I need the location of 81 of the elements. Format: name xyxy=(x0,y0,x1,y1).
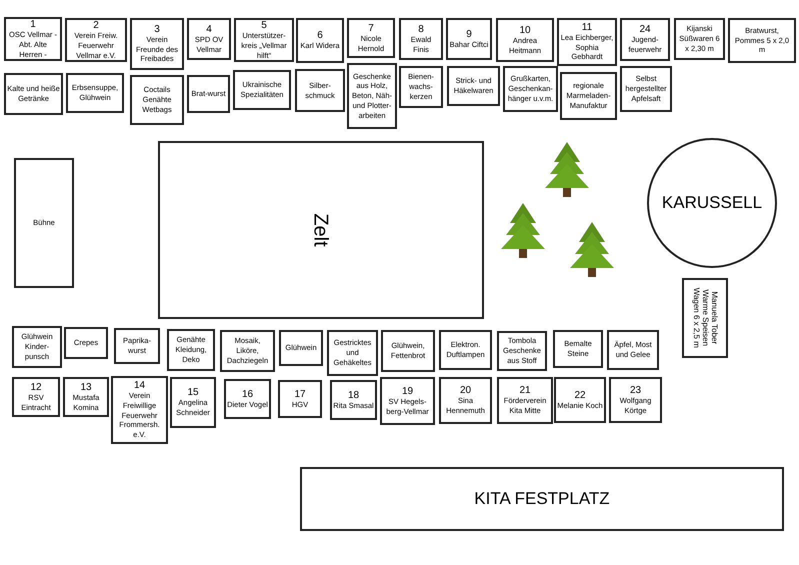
stand-number: 13 xyxy=(80,382,92,393)
stand-box xyxy=(114,328,160,364)
stand-box xyxy=(560,72,617,120)
stand-box xyxy=(609,377,662,423)
stand-box xyxy=(327,330,378,376)
food-truck-stand xyxy=(682,278,728,358)
stand-number: 18 xyxy=(348,390,360,401)
stand-box xyxy=(439,330,492,370)
stand-box xyxy=(620,18,670,61)
stand-number: 22 xyxy=(574,390,586,401)
stand-box xyxy=(497,377,553,424)
tent-area xyxy=(158,141,484,319)
stand-number: 4 xyxy=(206,24,212,35)
stand-number: 14 xyxy=(134,380,146,392)
stand-box xyxy=(347,63,397,129)
stand-box xyxy=(12,326,62,368)
stand-box xyxy=(439,377,492,424)
stand-number: 11 xyxy=(582,22,592,33)
stand-box xyxy=(381,330,435,372)
stand-number: 10 xyxy=(519,24,531,36)
stand-box xyxy=(496,18,554,62)
stand-box xyxy=(187,75,230,113)
stand-box xyxy=(557,18,617,66)
stand-box xyxy=(296,18,344,63)
stage-box xyxy=(14,158,74,288)
stand-box xyxy=(728,18,796,63)
stand-number: 8 xyxy=(418,24,424,35)
stand-number: 16 xyxy=(242,388,254,400)
stand-box xyxy=(234,18,294,62)
stand-box xyxy=(4,17,62,62)
stand-box xyxy=(279,330,323,366)
stand-number: 9 xyxy=(466,28,472,40)
stand-label: Manuela Tober Warme Speisen Wagen 6 x 2,5 m xyxy=(691,286,719,350)
stand-box xyxy=(399,66,443,108)
stand-box xyxy=(167,329,215,371)
stand-box xyxy=(399,18,443,60)
stand-box xyxy=(66,73,124,113)
stand-number: 7 xyxy=(368,22,374,34)
stand-box xyxy=(295,69,345,112)
area-label: KITA FESTPLATZ xyxy=(474,488,610,510)
stand-number: 3 xyxy=(154,24,160,35)
stand-number: 20 xyxy=(460,385,472,396)
stand-box xyxy=(330,380,377,420)
stand-box xyxy=(503,66,558,112)
stand-box xyxy=(187,18,231,60)
stand-box xyxy=(620,66,672,112)
stand-box xyxy=(554,377,606,423)
stand-number: 2 xyxy=(93,20,99,31)
stand-box xyxy=(64,327,108,359)
stand-number: 19 xyxy=(402,386,414,397)
stand-box xyxy=(233,70,291,110)
stand-number: 1 xyxy=(30,19,36,30)
stand-label: Zelt xyxy=(309,213,333,247)
stand-box xyxy=(278,380,322,418)
stand-box xyxy=(65,18,127,62)
stand-box xyxy=(220,330,275,372)
stand-box xyxy=(63,377,109,417)
stand-box xyxy=(111,376,168,444)
stand-box xyxy=(446,18,492,60)
stand-box xyxy=(380,377,435,425)
stand-number: 17 xyxy=(294,388,306,400)
stand-box xyxy=(12,377,60,417)
stand-box xyxy=(607,330,659,370)
stand-number: 21 xyxy=(519,385,531,396)
stand-number: 24 xyxy=(639,24,651,36)
stand-number: 6 xyxy=(317,30,323,42)
stand-box xyxy=(447,66,500,106)
stand-box xyxy=(170,377,216,428)
stand-box xyxy=(130,75,184,125)
stand-number: 23 xyxy=(630,384,642,396)
stand-box xyxy=(4,73,63,115)
stand-box xyxy=(130,18,184,70)
stand-number: 12 xyxy=(30,382,42,393)
area-box xyxy=(300,467,784,531)
carousel-label: KARUSSELL xyxy=(662,192,762,214)
stand-box xyxy=(553,330,603,368)
stand-number: 5 xyxy=(261,20,267,31)
stand-box xyxy=(224,379,271,419)
stand-number: 15 xyxy=(187,387,199,398)
stand-box xyxy=(674,18,725,60)
stand-box xyxy=(347,18,395,58)
